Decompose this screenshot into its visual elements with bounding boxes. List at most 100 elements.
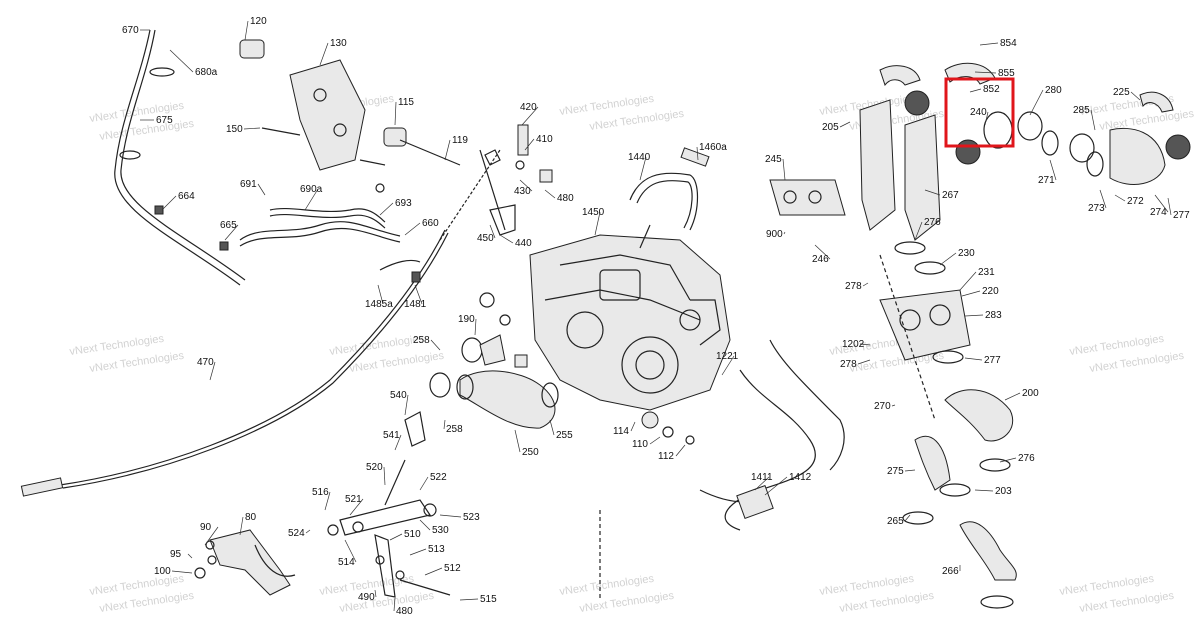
part-label-854: 854 [1000,38,1017,49]
leader-line [1154,194,1169,213]
leader-line [999,457,1017,463]
leader-line [630,421,636,432]
part-label-1221: 1221 [716,351,739,362]
leader-line [961,290,981,297]
engine-block [529,234,731,411]
part-label-540: 540 [390,390,407,401]
watermark-text: vNext Technologies [89,350,185,375]
part-label-1411: 1411 [751,472,773,483]
leader-line [383,466,386,486]
part-label-530: 530 [432,525,449,536]
part-label-220: 220 [982,286,999,297]
part-label-200: 200 [1022,388,1039,399]
leader-line [171,570,193,574]
part-label-273: 273 [1088,203,1105,214]
leader-line [639,156,647,181]
leader-line [859,343,871,346]
watermark-text: vNext Technologies [339,590,435,615]
part-label-130: 130 [330,38,347,49]
leader-line [439,514,462,518]
leader-line [783,231,786,235]
leader-line [964,314,984,317]
part-label-1450: 1450 [582,207,605,218]
part-label-675: 675 [156,115,173,126]
leader-line [319,42,329,66]
leader-line [419,519,431,531]
part-label-430: 430 [514,186,531,197]
part-label-1481: 1481 [404,299,427,310]
leader-line [243,127,261,130]
leader-line [393,597,396,612]
leader-line [404,222,421,236]
leader-line [414,284,423,305]
leader-line [521,106,539,126]
leader-line [489,224,496,239]
part-label-150: 150 [226,124,243,135]
part-label-665: 665 [220,220,237,231]
leader-line [304,188,319,211]
leader-line [959,271,977,291]
leader-line [224,224,239,241]
part-label-230: 230 [958,248,975,259]
leader-line [524,138,535,151]
leader-line [389,533,403,541]
leader-line [764,476,788,496]
part-label-450: 450 [477,233,494,244]
part-label-1202: 1202 [842,339,865,350]
coolant-hoses [479,124,710,249]
leader-line [379,202,394,216]
part-label-80: 80 [245,512,257,523]
leader-line [979,42,999,46]
leader-line [305,529,311,534]
part-label-490: 490 [358,592,375,603]
leader-line [474,318,477,336]
leader-line [443,419,446,430]
part-label-410: 410 [536,134,553,145]
part-label-1460a: 1460a [699,142,727,153]
leader-line [904,469,916,472]
part-label-660: 660 [422,218,439,229]
part-label-512: 512 [444,563,461,574]
leader-line [891,404,896,407]
leader-line [1114,194,1126,202]
part-label-274: 274 [1150,207,1167,218]
leader-line [424,567,443,576]
part-label-276: 276 [1018,453,1035,464]
part-label-541: 541 [383,430,400,441]
part-label-271: 271 [1038,175,1055,186]
leader-line [430,339,441,351]
watermark-text: vNext Technologies [1089,350,1185,375]
part-label-225: 225 [1113,87,1130,98]
part-label-190: 190 [458,314,475,325]
leader-line [344,539,357,563]
leader-line [675,444,686,457]
part-label-266: 266 [942,566,959,577]
leader-line [324,491,331,511]
part-label-245: 245 [765,154,782,165]
part-label-515: 515 [480,594,497,605]
part-label-510: 510 [404,529,421,540]
part-label-440: 440 [515,238,532,249]
part-label-100: 100 [154,566,171,577]
leader-line [839,121,851,128]
part-label-852: 852 [983,84,1000,95]
part-label-258: 258 [413,335,430,346]
leader-line [544,189,556,199]
leader-line [857,359,871,365]
part-label-255: 255 [556,430,573,441]
leader-line [1130,91,1141,101]
part-label-119: 119 [452,135,468,146]
part-label-480: 480 [396,606,413,617]
leader-line [1167,197,1172,216]
leader-line [964,357,983,361]
leader-line [1029,89,1044,116]
leader-line [1049,159,1057,181]
leader-line [444,139,451,161]
part-label-278: 278 [840,359,857,370]
part-label-664: 664 [178,191,195,202]
leader-line [204,526,219,546]
part-label-277: 277 [984,355,1001,366]
leader-line [974,71,997,74]
cable-assembly [20,29,501,497]
air-intake-ducts [429,292,559,429]
